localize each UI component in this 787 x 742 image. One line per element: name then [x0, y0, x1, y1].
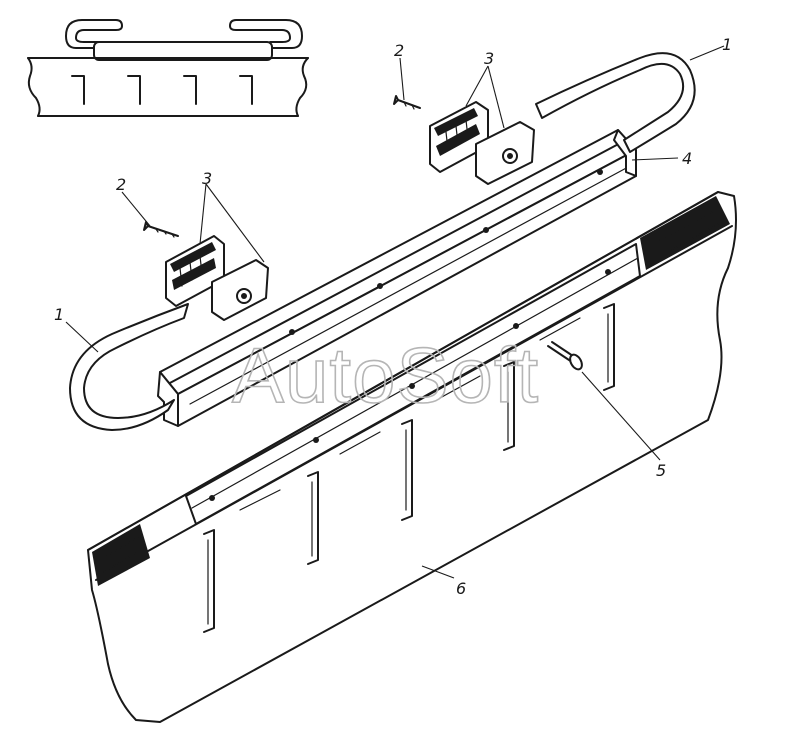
pin: [547, 341, 583, 371]
callout-1-left: 1: [54, 305, 64, 324]
wire-loop-left: [69, 303, 189, 431]
clamp-block-left: [165, 235, 269, 321]
leader-lines: [65, 45, 725, 579]
wire-loop-right: [535, 52, 696, 153]
mud-flap-panel: [87, 191, 737, 723]
inset-assembly-view: [27, 19, 309, 117]
callout-5: 5: [656, 461, 666, 480]
watermark: AutoSoft: [232, 331, 539, 419]
callout-3-right: 3: [484, 49, 494, 68]
callout-3-left: 3: [202, 169, 212, 188]
callout-6: 6: [456, 579, 466, 598]
callout-1-right: 1: [722, 35, 732, 54]
clamp-block-right: [429, 101, 535, 185]
mounting-rail: [157, 129, 637, 427]
panel-ribs: [203, 303, 615, 633]
screw-right: [393, 95, 421, 110]
screw-left: [143, 221, 179, 238]
callout-2-right: 2: [394, 41, 404, 60]
callout-2-left: 2: [116, 175, 126, 194]
callout-4: 4: [682, 149, 692, 168]
callout-labels: 1 1 2 2 3 3 4 5 6: [54, 35, 732, 598]
